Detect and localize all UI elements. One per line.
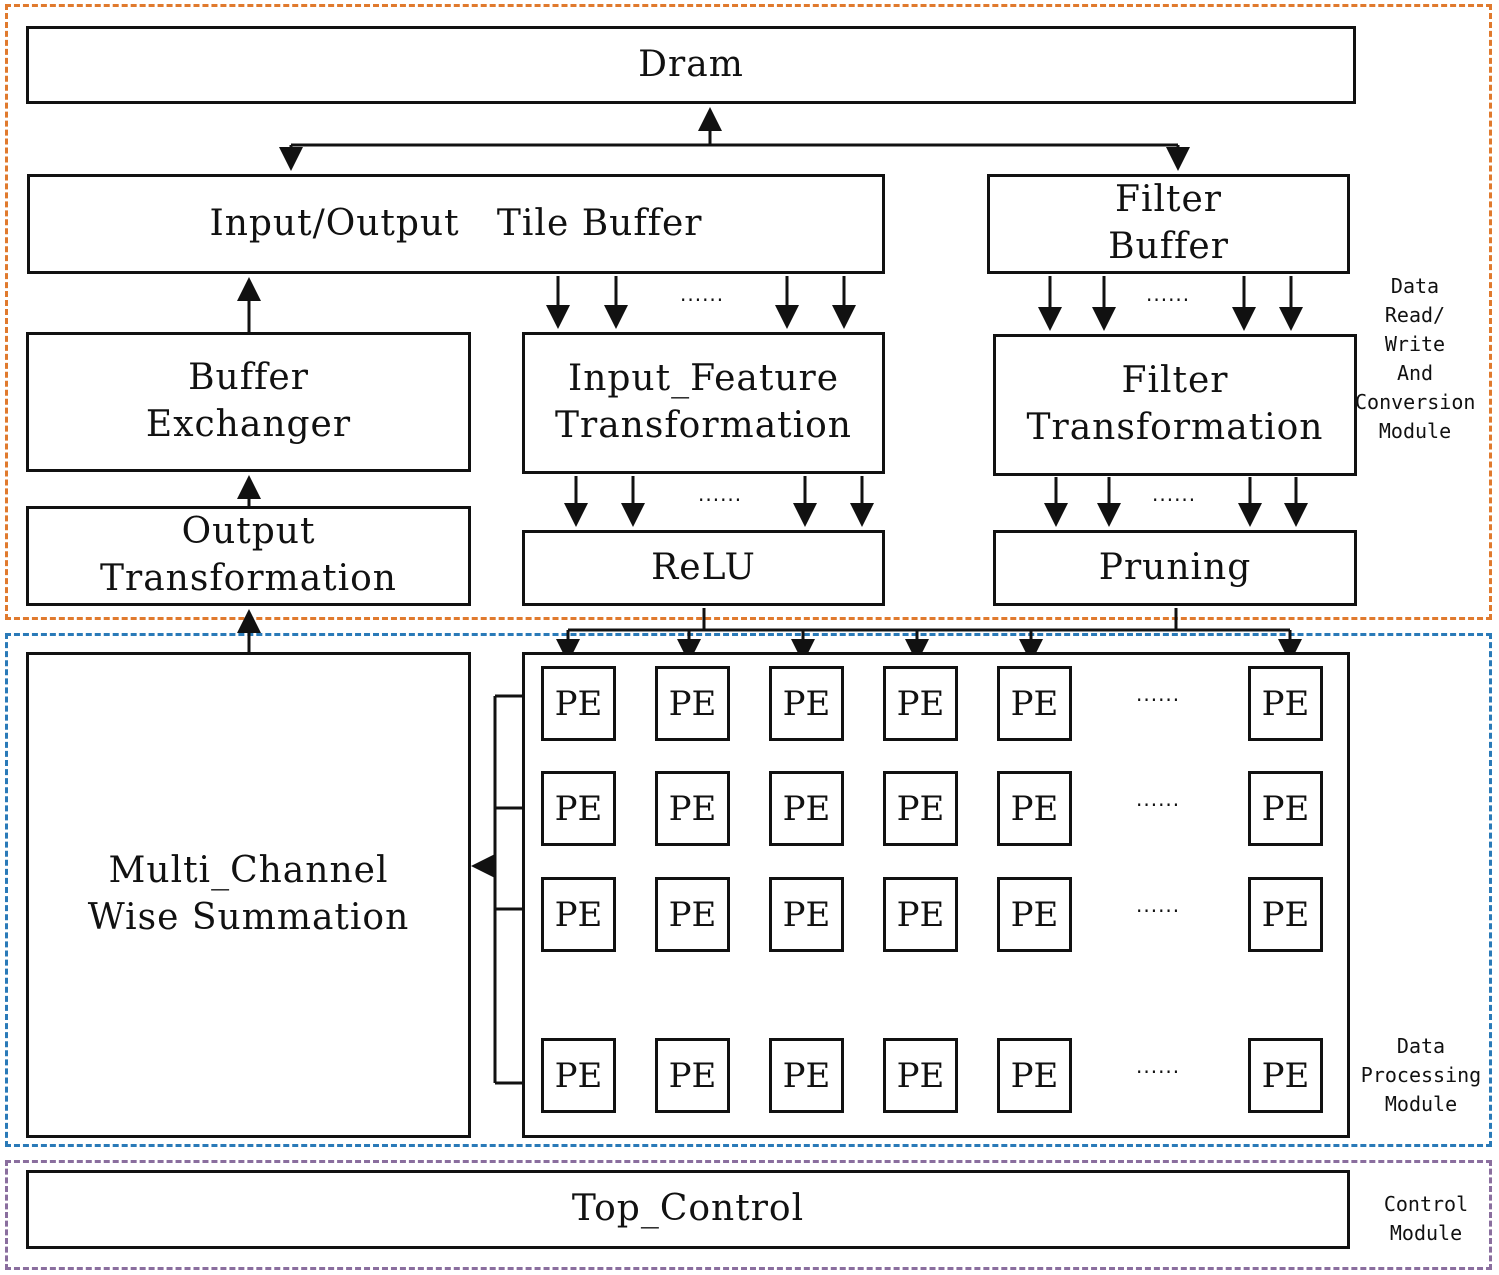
pe-cell: PE [655, 666, 730, 741]
pe-cell: PE [883, 771, 958, 846]
pe-cell: PE [769, 666, 844, 741]
pe-cell: PE [541, 1038, 616, 1113]
read-write-conversion-region [5, 4, 1492, 620]
pe-cell: PE [1248, 877, 1323, 952]
pe-row-ellipsis: ...... [1136, 787, 1181, 811]
io-buffer-arrows-ellipsis: ...... [680, 282, 725, 306]
pe-row-ellipsis: ...... [1136, 682, 1181, 706]
output-transformation-label-line1: Output [181, 511, 316, 553]
pe-cell: PE [997, 666, 1072, 741]
multi-channel-label-line1: Multi_Channel [108, 850, 389, 892]
filter-transformation-block: Filter Transformation [993, 334, 1357, 476]
input-feature-transformation-label-line2: Transformation [555, 405, 852, 446]
dram-label: Dram [638, 43, 744, 85]
pe-row-ellipsis: ...... [1136, 893, 1181, 917]
read-write-module-line4: And [1396, 361, 1434, 385]
pe-cell: PE [769, 877, 844, 952]
dram-block: Dram [26, 26, 1356, 104]
control-region [5, 1160, 1492, 1270]
input-transform-arrows-ellipsis: ...... [698, 482, 743, 506]
filter-buffer-arrows-ellipsis: ...... [1146, 282, 1191, 306]
pe-cell: PE [1248, 771, 1323, 846]
relu-label: ReLU [651, 546, 756, 588]
control-module-line2: Module [1389, 1221, 1463, 1245]
read-write-module-label: Data Read/ Write And Conversion Module [1355, 272, 1475, 446]
read-write-module-line1: Data [1390, 274, 1440, 298]
pe-cell: PE [541, 877, 616, 952]
pe-cell: PE [769, 771, 844, 846]
data-processing-region [5, 633, 1492, 1147]
filter-buffer-label-line1: Filter [1115, 179, 1222, 221]
pe-cell: PE [997, 877, 1072, 952]
processing-module-label: Data Processing Module [1356, 1032, 1486, 1119]
input-feature-transformation-block: Input_Feature Transformation [522, 332, 885, 474]
processing-module-line2: Processing [1360, 1063, 1482, 1087]
filter-transformation-label-line2: Transformation [1026, 407, 1324, 448]
pe-cell: PE [655, 1038, 730, 1113]
filter-transform-arrows-ellipsis: ...... [1152, 482, 1197, 506]
pe-cell: PE [655, 771, 730, 846]
relu-block: ReLU [522, 530, 885, 606]
pe-cell: PE [883, 1038, 958, 1113]
pe-cell: PE [883, 666, 958, 741]
filter-buffer-block: Filter Buffer [987, 174, 1350, 274]
pruning-block: Pruning [993, 530, 1357, 606]
read-write-module-line2: Read/ [1384, 303, 1446, 327]
pe-cell: PE [997, 771, 1072, 846]
pe-cell: PE [1248, 666, 1323, 741]
read-write-module-line3: Write [1384, 332, 1446, 356]
multi-channel-label-line2: Wise Summation [87, 897, 410, 938]
pe-row-ellipsis: ...... [1136, 1054, 1181, 1078]
io-tile-buffer-block: Input/Output Tile Buffer [27, 174, 885, 274]
output-transformation-label-line2: Transformation [100, 558, 397, 599]
pe-cell: PE [997, 1038, 1072, 1113]
control-module-line1: Control [1383, 1192, 1469, 1216]
top-control-label: Top_Control [571, 1188, 805, 1230]
control-module-label: Control Module [1366, 1190, 1486, 1248]
processing-module-line1: Data [1396, 1034, 1446, 1058]
filter-buffer-label-line2: Buffer [1108, 226, 1229, 267]
pe-cell: PE [541, 666, 616, 741]
read-write-module-line5: Conversion [1355, 390, 1476, 414]
buffer-exchanger-block: Buffer Exchanger [26, 332, 471, 472]
pe-cell: PE [655, 877, 730, 952]
pe-cell: PE [769, 1038, 844, 1113]
input-feature-transformation-label-line1: Input_Feature [567, 358, 840, 400]
filter-transformation-label-line1: Filter [1121, 360, 1229, 402]
buffer-exchanger-label-line2: Exchanger [145, 404, 352, 445]
multi-channel-wise-summation-block: Multi_Channel Wise Summation [26, 652, 471, 1138]
pe-cell: PE [1248, 1038, 1323, 1113]
pe-cell: PE [883, 877, 958, 952]
buffer-exchanger-label-line1: Buffer [188, 357, 309, 399]
top-control-block: Top_Control [26, 1170, 1350, 1249]
read-write-module-line6: Module [1378, 419, 1452, 443]
output-transformation-block: Output Transformation [26, 506, 471, 606]
pe-cell: PE [541, 771, 616, 846]
pruning-label: Pruning [1098, 546, 1252, 588]
processing-module-line3: Module [1384, 1092, 1458, 1116]
io-tile-buffer-label: Input/Output Tile Buffer [209, 202, 703, 244]
